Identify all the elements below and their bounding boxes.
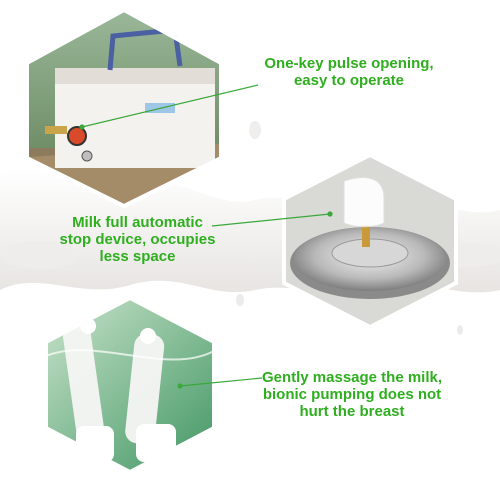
stop-device-hexagon-image [274, 153, 466, 329]
massage-cups-hexagon-image [36, 296, 224, 474]
caption-line: bionic pumping does not [262, 386, 442, 403]
feature-caption-stop-device: Milk full automatic stop device, occupie… [55, 214, 220, 265]
caption-line: Gently massage the milk, [261, 369, 443, 386]
caption-line: easy to operate [293, 72, 405, 89]
caption-line: Milk full automatic [72, 214, 203, 231]
caption-line: less space [99, 248, 176, 265]
caption-line: One-key pulse opening, [264, 55, 434, 72]
machine-hexagon-image [15, 8, 233, 208]
caption-line: hurt the breast [299, 403, 405, 420]
caption-line: stop device, occupies [59, 231, 216, 248]
feature-caption-massage: Gently massage the milk, bionic pumping … [252, 369, 452, 420]
feature-caption-pulse-opening: One-key pulse opening, easy to operate [253, 55, 445, 89]
